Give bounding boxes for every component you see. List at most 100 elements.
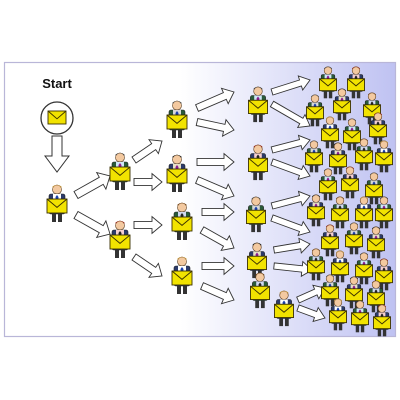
person-icon [375,258,393,291]
person-icon [307,194,325,227]
envelope-icon [369,124,387,138]
person-icon [171,256,193,294]
person-icon [347,66,365,99]
person-icon [319,66,337,99]
envelope-icon [367,292,385,306]
arrows-layer [73,75,326,323]
person-icon [274,290,294,327]
person-icon [246,196,266,233]
arrow-icon [270,214,311,237]
arrow-icon [270,134,311,154]
envelope-icon [367,238,385,252]
person-icon [250,272,270,309]
person-icon [351,300,369,333]
envelope-icon [365,184,383,198]
start-label: Start [42,76,72,91]
envelope-icon [333,100,351,114]
person-icon [331,250,349,283]
arrow-icon [201,256,235,276]
envelope-icon [319,78,337,92]
person-icon [305,140,323,173]
envelope-icon [248,157,268,173]
person-icon [343,118,361,151]
envelope-icon [319,180,337,194]
envelope-icon [246,209,266,225]
envelope-icon [341,178,359,192]
envelope-icon [351,312,369,326]
envelope-icon [331,262,349,276]
envelope-icon [321,128,339,142]
envelope-icon [375,208,393,222]
person-icon [109,152,131,190]
envelope-icon [109,166,131,182]
envelope-icon [166,114,188,130]
person-icon [166,100,188,138]
arrow-icon [296,304,326,323]
person-icon [341,166,359,199]
envelope-icon [375,152,393,166]
person-icon [248,86,268,123]
arrow-icon [131,139,163,164]
arrow-icon [196,152,235,172]
person-icon [321,224,339,257]
person-icon [373,304,391,337]
arrow-icon [200,282,235,305]
person-icon [248,144,268,181]
arrow-icon [195,176,235,201]
arrow-icon [296,284,326,304]
person-icon [321,274,339,307]
person-icon [109,220,131,258]
person-icon [375,196,393,229]
person-icon [345,222,363,255]
person-icon [247,242,267,279]
envelope-icon [109,234,131,250]
person-icon [331,196,349,229]
start-icon [40,101,74,135]
envelope-icon [373,316,391,330]
envelope-icon [250,285,270,301]
person-icon [367,226,385,259]
envelope-icon [329,310,347,324]
arrow-icon [133,172,163,192]
arrow-icon [270,190,311,210]
person-icon [307,248,325,281]
person-icon [375,140,393,173]
arrow-icon [195,117,235,137]
person-icon [363,92,381,125]
person-icon [321,116,339,149]
person-icon [345,276,363,309]
envelope-icon [171,270,193,286]
arrow-icon [201,202,235,222]
envelope-icon [248,99,268,115]
envelope-icon [375,270,393,284]
envelope-icon [321,286,339,300]
envelope-icon [355,150,373,164]
envelope-icon [171,216,193,232]
person-icon [46,184,68,222]
envelope-icon [347,78,365,92]
envelope-icon [329,154,347,168]
envelope-icon [343,130,361,144]
envelope-icon [166,168,188,184]
person-icon [355,196,373,229]
person-icon [329,142,347,175]
arrow-icon [269,100,311,128]
arrow-icon [195,87,235,112]
envelope-icon [305,152,323,166]
start-node [40,101,74,173]
person-icon [306,94,324,127]
people-layer [46,66,393,337]
envelope-icon [274,303,294,319]
envelope-icon [345,288,363,302]
arrow-icon [73,171,111,200]
person-icon [329,298,347,331]
envelope-icon [247,255,267,271]
person-icon [365,172,383,205]
envelope-icon [47,110,67,125]
person-icon [369,112,387,145]
arrow-icon [133,215,163,235]
person-icon [319,168,337,201]
person-icon [367,280,385,313]
